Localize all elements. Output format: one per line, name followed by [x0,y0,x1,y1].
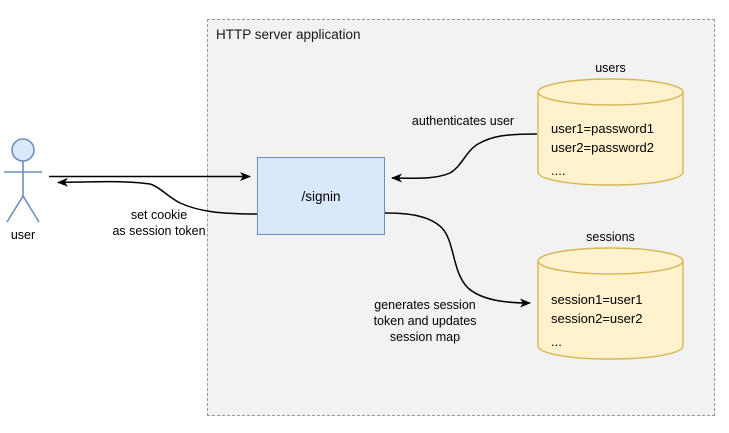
users-datastore-title: users [595,61,626,75]
users-datastore[interactable]: users user1=password1 user2=password2 ..… [537,61,684,186]
users-line: user1=password1 [551,121,654,136]
actor-label: user [10,228,36,242]
sessions-line: session2=user2 [551,310,643,326]
container-title: HTTP server application [216,27,361,42]
signin-endpoint-box[interactable]: /signin [257,157,385,235]
actor-stick-figure-icon [4,138,42,223]
cylinder-icon [537,247,684,360]
sessions-line: session1=user1 [551,292,643,307]
users-line: .... [551,162,566,178]
users-line: user2=password2 [551,139,654,155]
edge-label-generates-session-token: generates session token and updates sess… [358,297,492,345]
sessions-line: ... [551,333,562,349]
edge-label-line: authenticates user [411,114,515,128]
cylinder-icon [537,78,684,186]
edge-label-line: generates session [374,298,476,312]
edge-label-line: token and updates [373,314,477,328]
edge-label-set-cookie: set cookie as session token [96,207,222,239]
signin-endpoint-label: /signin [301,188,341,204]
sessions-datastore[interactable]: sessions session1=user1 session2=user2 .… [537,230,684,360]
actor-user[interactable] [0,138,46,238]
sessions-datastore-title: sessions [586,230,635,244]
users-datastore-content: user1=password1 user2=password2 .... [551,120,674,181]
sessions-datastore-content: session1=user1 session2=user2 ... [551,291,674,352]
edge-label-line: session map [389,330,461,344]
edge-label-authenticates-user: authenticates user [398,113,528,129]
edge-label-line: as session token [112,224,206,238]
edge-label-line: set cookie [130,208,188,222]
